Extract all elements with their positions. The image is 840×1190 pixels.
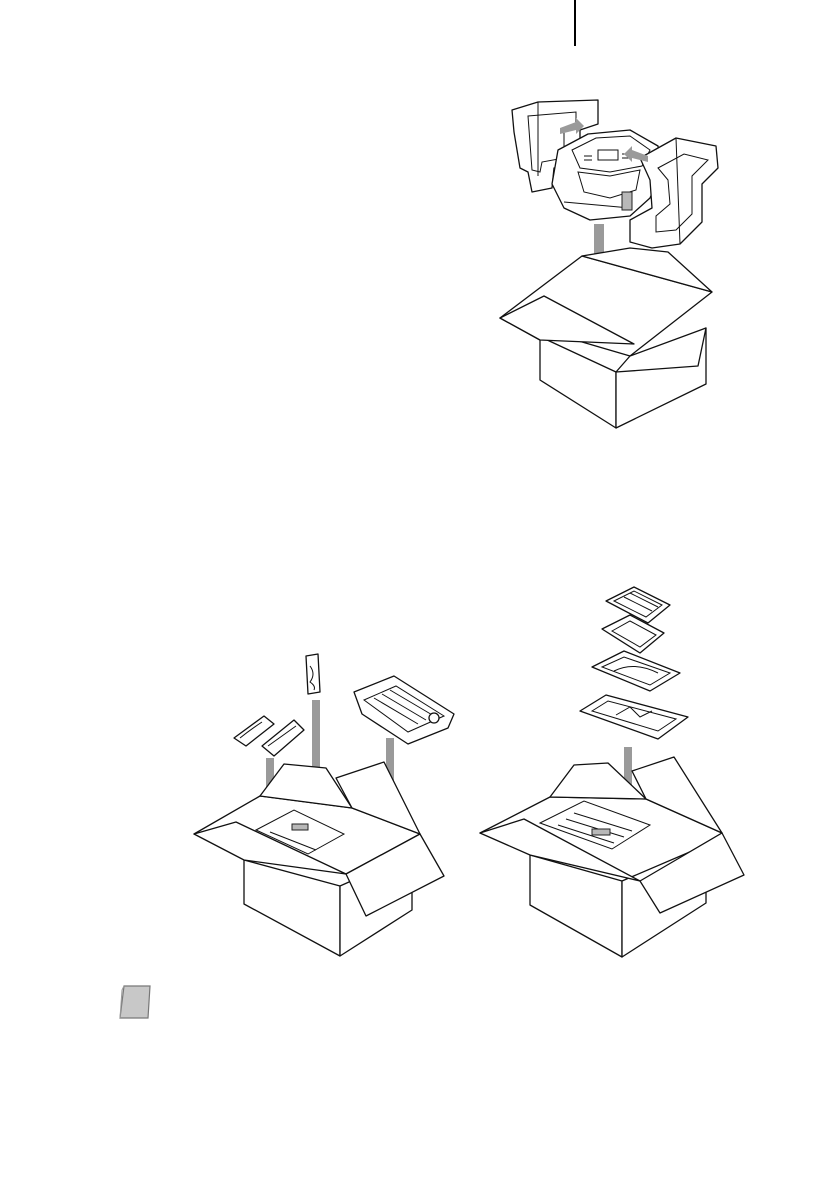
- repack-trays-illustration: [474, 585, 756, 960]
- repack-accessories-illustration: [186, 648, 456, 960]
- trays-into-box-icon: [474, 585, 756, 960]
- top-margin-rule: [574, 0, 576, 46]
- fax-machine-in-foam-packing-icon: [480, 72, 740, 442]
- accessories-into-box-icon: [186, 648, 456, 960]
- repack-main-unit-illustration: [480, 72, 740, 442]
- note-page-icon: [116, 982, 156, 1022]
